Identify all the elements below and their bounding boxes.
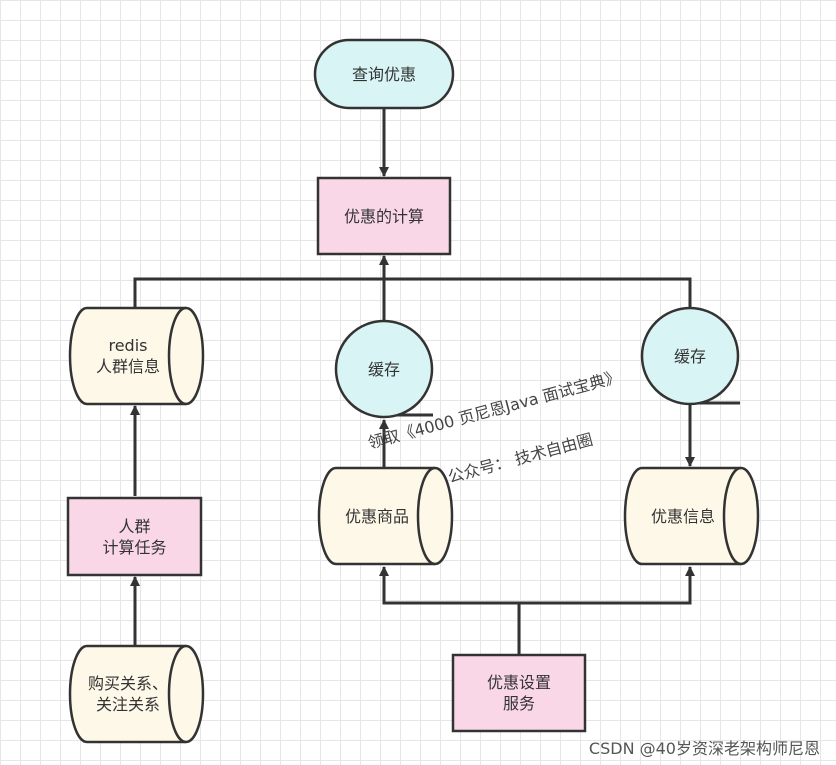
redis-crowd-label: redis 人群信息 xyxy=(70,308,186,404)
discount-calc-process xyxy=(316,176,452,256)
discount-goods-label: 优惠商品 xyxy=(319,468,435,564)
redis-crowd-text: redis 人群信息 xyxy=(95,336,160,376)
discount-setting-service-text: 优惠设置 服务 xyxy=(486,673,551,713)
redis-crowd-storage-edge xyxy=(167,306,187,406)
cache-right-label: 缓存 xyxy=(642,308,738,404)
query-discount-label: 查询优惠 xyxy=(315,40,453,108)
purchase-follow-text: 购买关系、 关注关系 xyxy=(87,674,168,714)
edge-service-to-info xyxy=(519,566,695,605)
crowd-task-process xyxy=(66,496,203,577)
cache-left-circle xyxy=(334,319,434,419)
discount-info-storage-edge xyxy=(722,466,742,566)
discount-info-label: 优惠信息 xyxy=(625,468,741,564)
discount-info-text: 优惠信息 xyxy=(650,506,715,526)
discount-goods-storage-edge xyxy=(416,466,436,566)
cache-right-circle xyxy=(640,306,740,406)
discount-calc-label: 优惠的计算 xyxy=(318,178,450,254)
query-discount-text: 查询优惠 xyxy=(351,64,416,84)
cache-left-text: 缓存 xyxy=(367,359,400,379)
crowd-task-label: 人群 计算任务 xyxy=(68,498,201,575)
purchase-follow-storage-edge xyxy=(167,644,187,744)
cache-right-text: 缓存 xyxy=(673,346,706,366)
csdn-credit: CSDN @40岁资深老架构师尼恩 xyxy=(588,739,820,758)
discount-setting-service-label: 优惠设置 服务 xyxy=(453,655,585,731)
purchase-follow-label: 购买关系、 关注关系 xyxy=(70,646,186,742)
crowd-task-text: 人群 计算任务 xyxy=(102,516,167,557)
query-discount-terminal xyxy=(313,38,455,110)
cache-left-label: 缓存 xyxy=(336,321,432,417)
edge-service-to-goods xyxy=(379,566,521,655)
edge-redis-cache-right-bus xyxy=(133,277,692,307)
discount-calc-text: 优惠的计算 xyxy=(343,206,424,226)
discount-setting-service-process xyxy=(451,653,587,733)
discount-goods-text: 优惠商品 xyxy=(344,506,409,526)
